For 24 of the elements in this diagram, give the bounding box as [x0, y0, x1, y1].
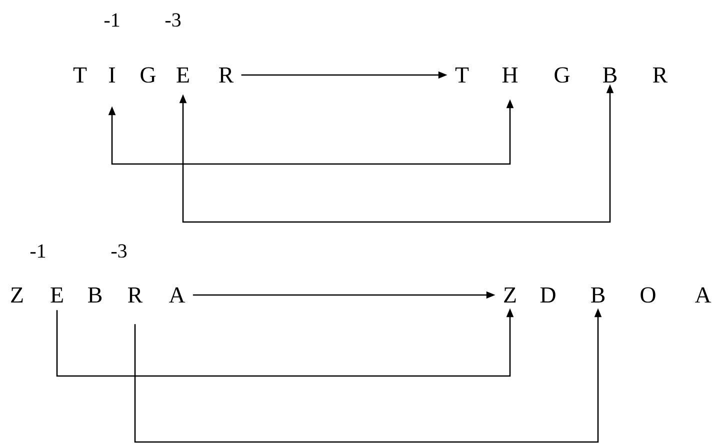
letter: Z — [504, 287, 516, 302]
letter: I — [109, 67, 116, 82]
letter: R — [219, 67, 234, 82]
letter: G — [554, 67, 570, 83]
letter: A — [168, 287, 186, 303]
letter: E — [176, 67, 189, 82]
letter: Z — [11, 287, 23, 302]
offset-number: -1 — [30, 244, 46, 258]
letter: E — [50, 287, 63, 302]
letter: A — [694, 287, 712, 303]
letter: O — [640, 287, 656, 303]
offset-number: -1 — [104, 13, 120, 27]
letter: D — [540, 287, 556, 303]
offset-number: -3 — [165, 13, 181, 27]
letter: R — [128, 287, 143, 302]
letter: H — [502, 67, 518, 82]
letter: B — [591, 287, 605, 303]
letter: T — [73, 67, 87, 82]
letter: R — [653, 67, 668, 82]
letter: B — [88, 287, 102, 303]
letter: G — [140, 67, 156, 83]
letter: B — [603, 67, 617, 83]
offset-number: -3 — [111, 244, 127, 258]
letter: T — [455, 67, 469, 82]
